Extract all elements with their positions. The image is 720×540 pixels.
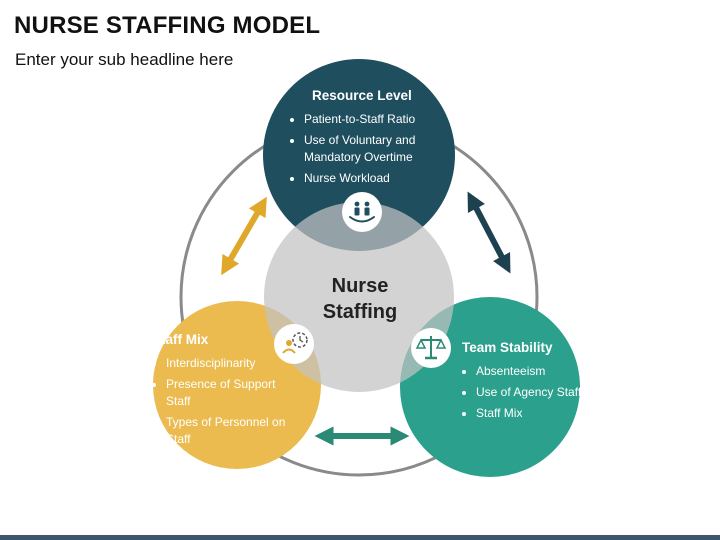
list-item: Absenteeism: [476, 363, 592, 380]
list-item: Types of Personnel on Staff: [166, 414, 292, 448]
scales-icon: [411, 328, 451, 368]
list-item: Use of Agency Staff: [476, 384, 592, 401]
staff-mix-panel: Staff Mix Interdisciplinarity Presence o…: [152, 332, 292, 452]
team-stability-heading: Team Stability: [462, 340, 553, 355]
center-label-line2: Staffing: [322, 301, 398, 323]
arrow-resource-staff: [221, 196, 267, 276]
list-item: Interdisciplinarity: [166, 355, 292, 372]
center-label: Nurse Staffing: [300, 273, 420, 325]
page-subtitle: Enter your sub headline here: [15, 50, 234, 69]
staff-mix-heading: Staff Mix: [152, 332, 209, 347]
list-item: Staff Mix: [476, 405, 592, 422]
resource-level-circle: [263, 59, 455, 251]
team-stability-panel: Team Stability Absenteeism Use of Agency…: [462, 340, 592, 426]
list-item: Presence of Support Staff: [166, 376, 292, 410]
resource-level-list: Patient-to-Staff Ratio Use of Voluntary …: [290, 111, 450, 187]
team-stability-list: Absenteeism Use of Agency Staff Staff Mi…: [462, 363, 592, 422]
staff-mix-list: Interdisciplinarity Presence of Support …: [152, 355, 292, 448]
list-item: Patient-to-Staff Ratio: [304, 111, 450, 128]
arrow-resource-team: [467, 191, 511, 274]
person-clock-icon: [274, 324, 314, 364]
people-in-hand-icon: [342, 192, 382, 232]
page-title: NURSE STAFFING MODEL: [14, 12, 321, 39]
resource-level-heading: Resource Level: [312, 88, 412, 103]
list-item: Use of Voluntary and Mandatory Overtime: [304, 132, 450, 166]
resource-level-panel: Resource Level Patient-to-Staff Ratio Us…: [290, 88, 450, 191]
bottom-bar: [0, 535, 720, 540]
list-item: Nurse Workload: [304, 170, 450, 187]
center-label-line1: Nurse: [331, 275, 389, 297]
